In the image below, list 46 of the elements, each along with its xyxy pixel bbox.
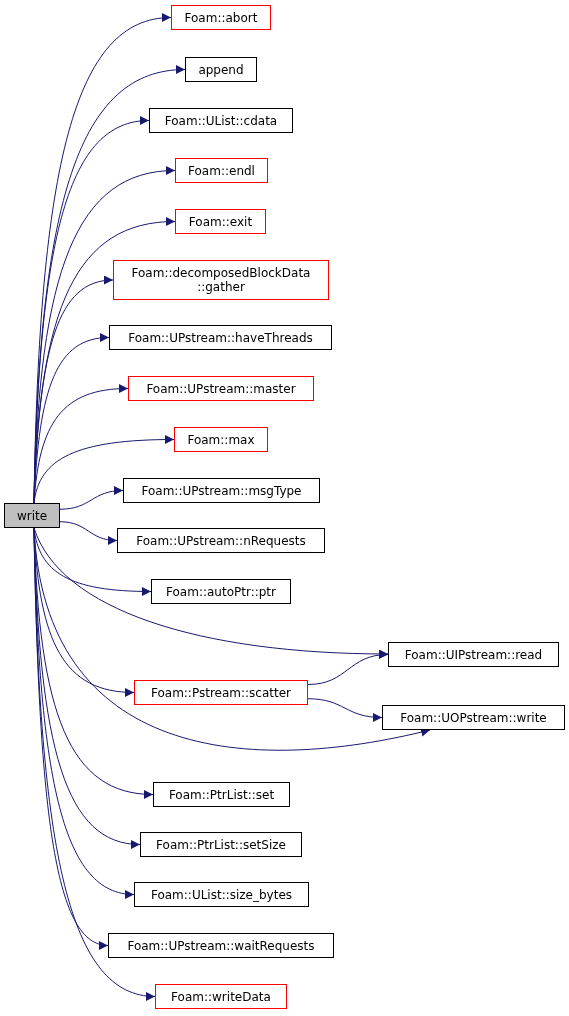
function-box xyxy=(174,427,268,452)
function-box xyxy=(185,57,257,82)
function-name: Foam::UPstream::waitRequests xyxy=(127,938,315,953)
function-name: append xyxy=(198,62,244,77)
function-name: Foam::abort xyxy=(184,10,258,25)
function-name: write xyxy=(16,508,48,523)
function-name: Foam::UPstream::msgType xyxy=(141,483,302,498)
function-name: Foam::UList::cdata xyxy=(164,113,278,128)
arrow xyxy=(307,698,383,722)
function-box xyxy=(117,528,325,553)
function-box xyxy=(388,642,559,667)
highlighted-function-box xyxy=(4,503,60,528)
function-box xyxy=(175,158,268,183)
arrow xyxy=(307,650,389,685)
function-box xyxy=(108,933,334,958)
function-name: Foam::PtrList::setSize xyxy=(156,837,286,852)
arrow xyxy=(59,521,118,545)
function-name: Foam::UOPstream::write xyxy=(400,710,547,725)
function-name: Foam::decomposedBlockData ::gather xyxy=(130,266,312,294)
function-name: Foam::UIPstream::read xyxy=(404,647,543,662)
function-box xyxy=(109,325,332,350)
function-name: Foam::endl xyxy=(188,163,255,178)
function-name: Foam::PtrList::set xyxy=(168,787,275,802)
function-box xyxy=(382,705,565,730)
arrow xyxy=(59,486,124,510)
function-box xyxy=(134,882,309,907)
function-box xyxy=(113,260,329,300)
function-name: Foam::autoPtr::ptr xyxy=(166,584,276,599)
function-box xyxy=(151,579,291,604)
function-box xyxy=(153,782,290,807)
function-name: Foam::UPstream::haveThreads xyxy=(128,330,313,345)
function-box xyxy=(171,5,271,30)
function-name: Foam::max xyxy=(187,432,255,447)
function-box xyxy=(175,209,266,234)
function-box xyxy=(140,832,302,857)
function-name: Foam::Pstream::scatter xyxy=(150,685,291,700)
function-box xyxy=(134,680,308,705)
function-box xyxy=(155,984,287,1009)
function-name: Foam::UList::size_bytes xyxy=(150,887,293,902)
function-box xyxy=(128,376,314,401)
function-name: Foam::writeData xyxy=(171,989,271,1004)
function-box xyxy=(149,108,293,133)
function-box xyxy=(123,478,320,503)
function-name: Foam::exit xyxy=(188,214,253,229)
function-name: Foam::UPstream::master xyxy=(146,381,296,396)
function-name: Foam::UPstream::nRequests xyxy=(136,533,306,548)
